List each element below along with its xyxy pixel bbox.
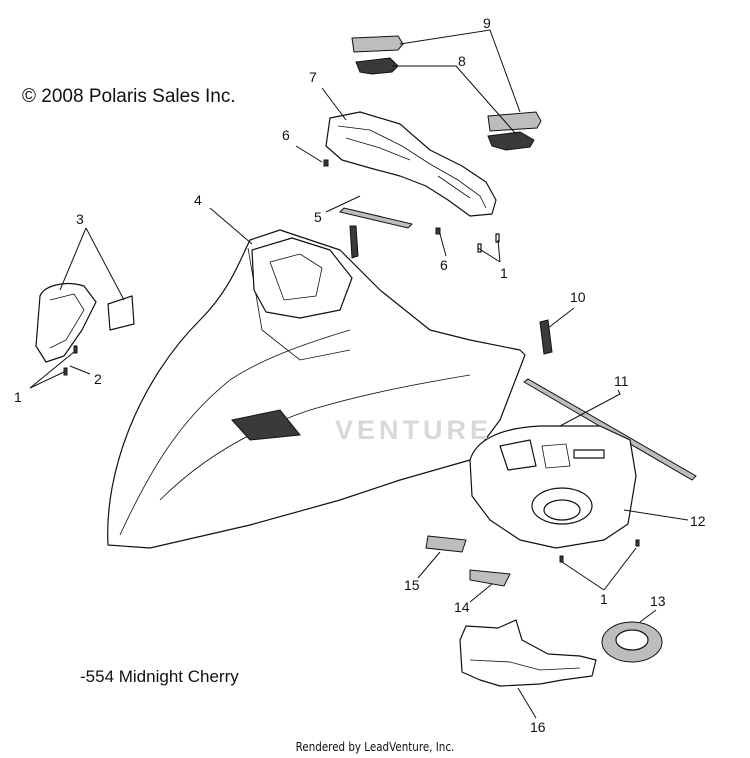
callout-14: 14 <box>454 599 470 615</box>
render-credit: Rendered by LeadVenture, Inc. <box>295 740 455 754</box>
leader-lines <box>29 29 689 719</box>
part-16-pad <box>459 619 597 687</box>
callout-1: 1 <box>500 265 508 281</box>
callout-3: 3 <box>76 211 84 227</box>
callout-7: 7 <box>309 69 317 85</box>
part-10-clip <box>539 319 553 355</box>
callout-12: 12 <box>690 513 706 529</box>
callout-13: 13 <box>650 593 666 609</box>
callout-6b: 6 <box>440 257 448 273</box>
callout-1c: 1 <box>600 591 608 607</box>
callout-5: 5 <box>314 209 322 225</box>
callout-10: 10 <box>570 289 586 305</box>
copyright-text: © 2008 Polaris Sales Inc. <box>22 86 236 107</box>
callout-4: 4 <box>194 192 202 208</box>
callout-2: 2 <box>94 371 102 387</box>
part-11-strip <box>523 378 697 481</box>
part-1-screws-lower <box>559 539 640 563</box>
clip-parts <box>349 225 500 259</box>
part-15-decal <box>425 535 467 553</box>
part-12-tank <box>469 425 637 549</box>
part-9-decal <box>351 35 542 132</box>
callout-15: 15 <box>404 577 420 593</box>
part-14-decal <box>469 569 511 587</box>
part-5-strip <box>339 207 413 229</box>
callout-6: 6 <box>282 127 290 143</box>
callout-16: 16 <box>530 719 546 735</box>
part-3-side-panel <box>35 283 135 363</box>
watermark: VENTURE <box>335 415 493 445</box>
callout-8: 8 <box>458 53 466 69</box>
part-7-console <box>325 111 497 217</box>
part-13-ring <box>601 621 663 663</box>
variant-note: -554 Midnight Cherry <box>80 667 239 686</box>
part-2-screws-left <box>63 345 78 376</box>
part-4-hood <box>107 229 526 549</box>
part-8-bracket <box>355 57 535 151</box>
callout-1b: 1 <box>14 389 22 405</box>
callout-11: 11 <box>614 373 629 389</box>
callout-9: 9 <box>483 15 491 31</box>
part-6-screw <box>323 159 441 235</box>
